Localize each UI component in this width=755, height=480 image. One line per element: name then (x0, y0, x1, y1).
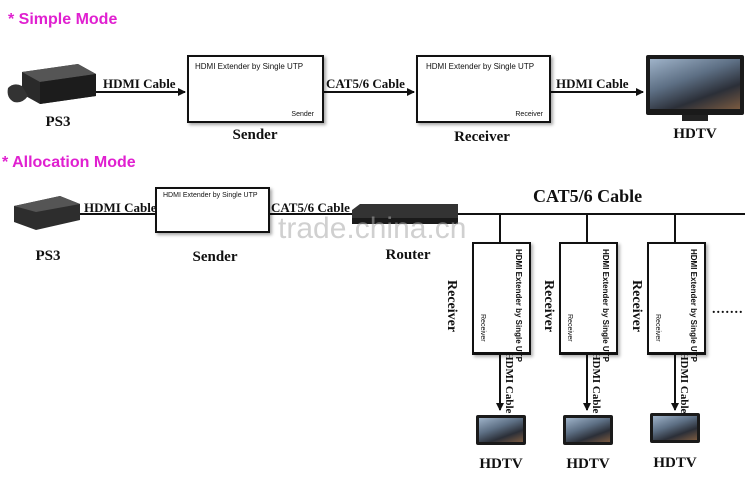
receiver-cable-label-3: HDMI Cable (678, 352, 690, 414)
receiver-cable-label-2: HDMI Cable (590, 352, 602, 414)
sender-box-title: HDMI Extender by Single UTP (195, 62, 304, 71)
allocation-mode-title: * Allocation Mode (2, 154, 136, 171)
receiver-cable-label-1: HDMI Cable (503, 352, 515, 414)
hdtv-screen-1 (479, 418, 523, 442)
sender-box-role: Sender (291, 111, 314, 118)
hdtv-label-1: HDTV (479, 456, 523, 472)
receiver-box-title-2: HDMI Extender by Single UTP (601, 249, 610, 362)
hdtv-1 (476, 415, 526, 445)
hdtv-stand (682, 115, 708, 121)
hdtv-screen-3 (653, 416, 697, 440)
simple-hdmi-cable-label-1: HDMI Cable (103, 76, 176, 91)
hdtv-label-2: HDTV (566, 456, 610, 472)
watermark: trade.china.cn (278, 212, 467, 245)
simple-sender-box: HDMI Extender by Single UTP Sender (187, 55, 324, 123)
receiver-box-role-2: Receiver (566, 314, 573, 342)
alloc-cat-cable-label: CAT5/6 Cable (271, 200, 350, 215)
receiver-box-1: HDMI Extender by Single UTP Receiver (472, 242, 531, 362)
receiver-side-label-3: Receiver (629, 280, 644, 333)
receiver-box-title: HDMI Extender by Single UTP (426, 62, 535, 71)
receiver-box-3: HDMI Extender by Single UTP Receiver (647, 242, 706, 362)
bus-cable-label: CAT5/6 Cable (533, 186, 643, 206)
alloc-hdmi-cable-label: HDMI Cable (84, 200, 157, 215)
more-receivers-ellipsis: ....... (712, 302, 744, 317)
hdtv-screen (650, 59, 740, 109)
ps3-device-alloc (14, 196, 80, 230)
router-device (352, 204, 458, 224)
alloc-sender-label: Sender (192, 249, 238, 265)
receiver-side-label-1: Receiver (444, 280, 459, 333)
hdtv-label-3: HDTV (653, 455, 697, 471)
ps3-device-simple (7, 64, 96, 104)
hdtv-label-simple: HDTV (673, 126, 717, 142)
alloc-sender-box: HDMI Extender by Single UTP (155, 187, 270, 233)
receiver-box-title-3: HDMI Extender by Single UTP (689, 249, 698, 362)
receiver-box-2: HDMI Extender by Single UTP Receiver (559, 242, 618, 362)
receiver-box-role-3: Receiver (654, 314, 661, 342)
receiver-box-role-1: Receiver (479, 314, 486, 342)
hdtv-3 (650, 413, 700, 443)
hdtv-simple (646, 55, 744, 115)
alloc-sender-box-title: HDMI Extender by Single UTP (163, 192, 258, 199)
hdtv-screen-2 (566, 418, 610, 442)
ps3-label-alloc: PS3 (35, 248, 61, 264)
simple-receiver-label: Receiver (454, 129, 510, 145)
hdtv-2 (563, 415, 613, 445)
router-label: Router (385, 247, 431, 263)
simple-hdmi-cable-label-2: HDMI Cable (556, 76, 629, 91)
simple-receiver-box: HDMI Extender by Single UTP Receiver (416, 55, 551, 123)
receiver-side-label-2: Receiver (541, 280, 556, 333)
receiver-box-title-1: HDMI Extender by Single UTP (514, 249, 523, 362)
simple-sender-label: Sender (232, 127, 278, 143)
simple-cat-cable-label: CAT5/6 Cable (326, 76, 405, 91)
simple-mode-title: * Simple Mode (8, 11, 118, 28)
receiver-box-role: Receiver (515, 111, 543, 118)
ps3-label-simple: PS3 (45, 114, 71, 130)
